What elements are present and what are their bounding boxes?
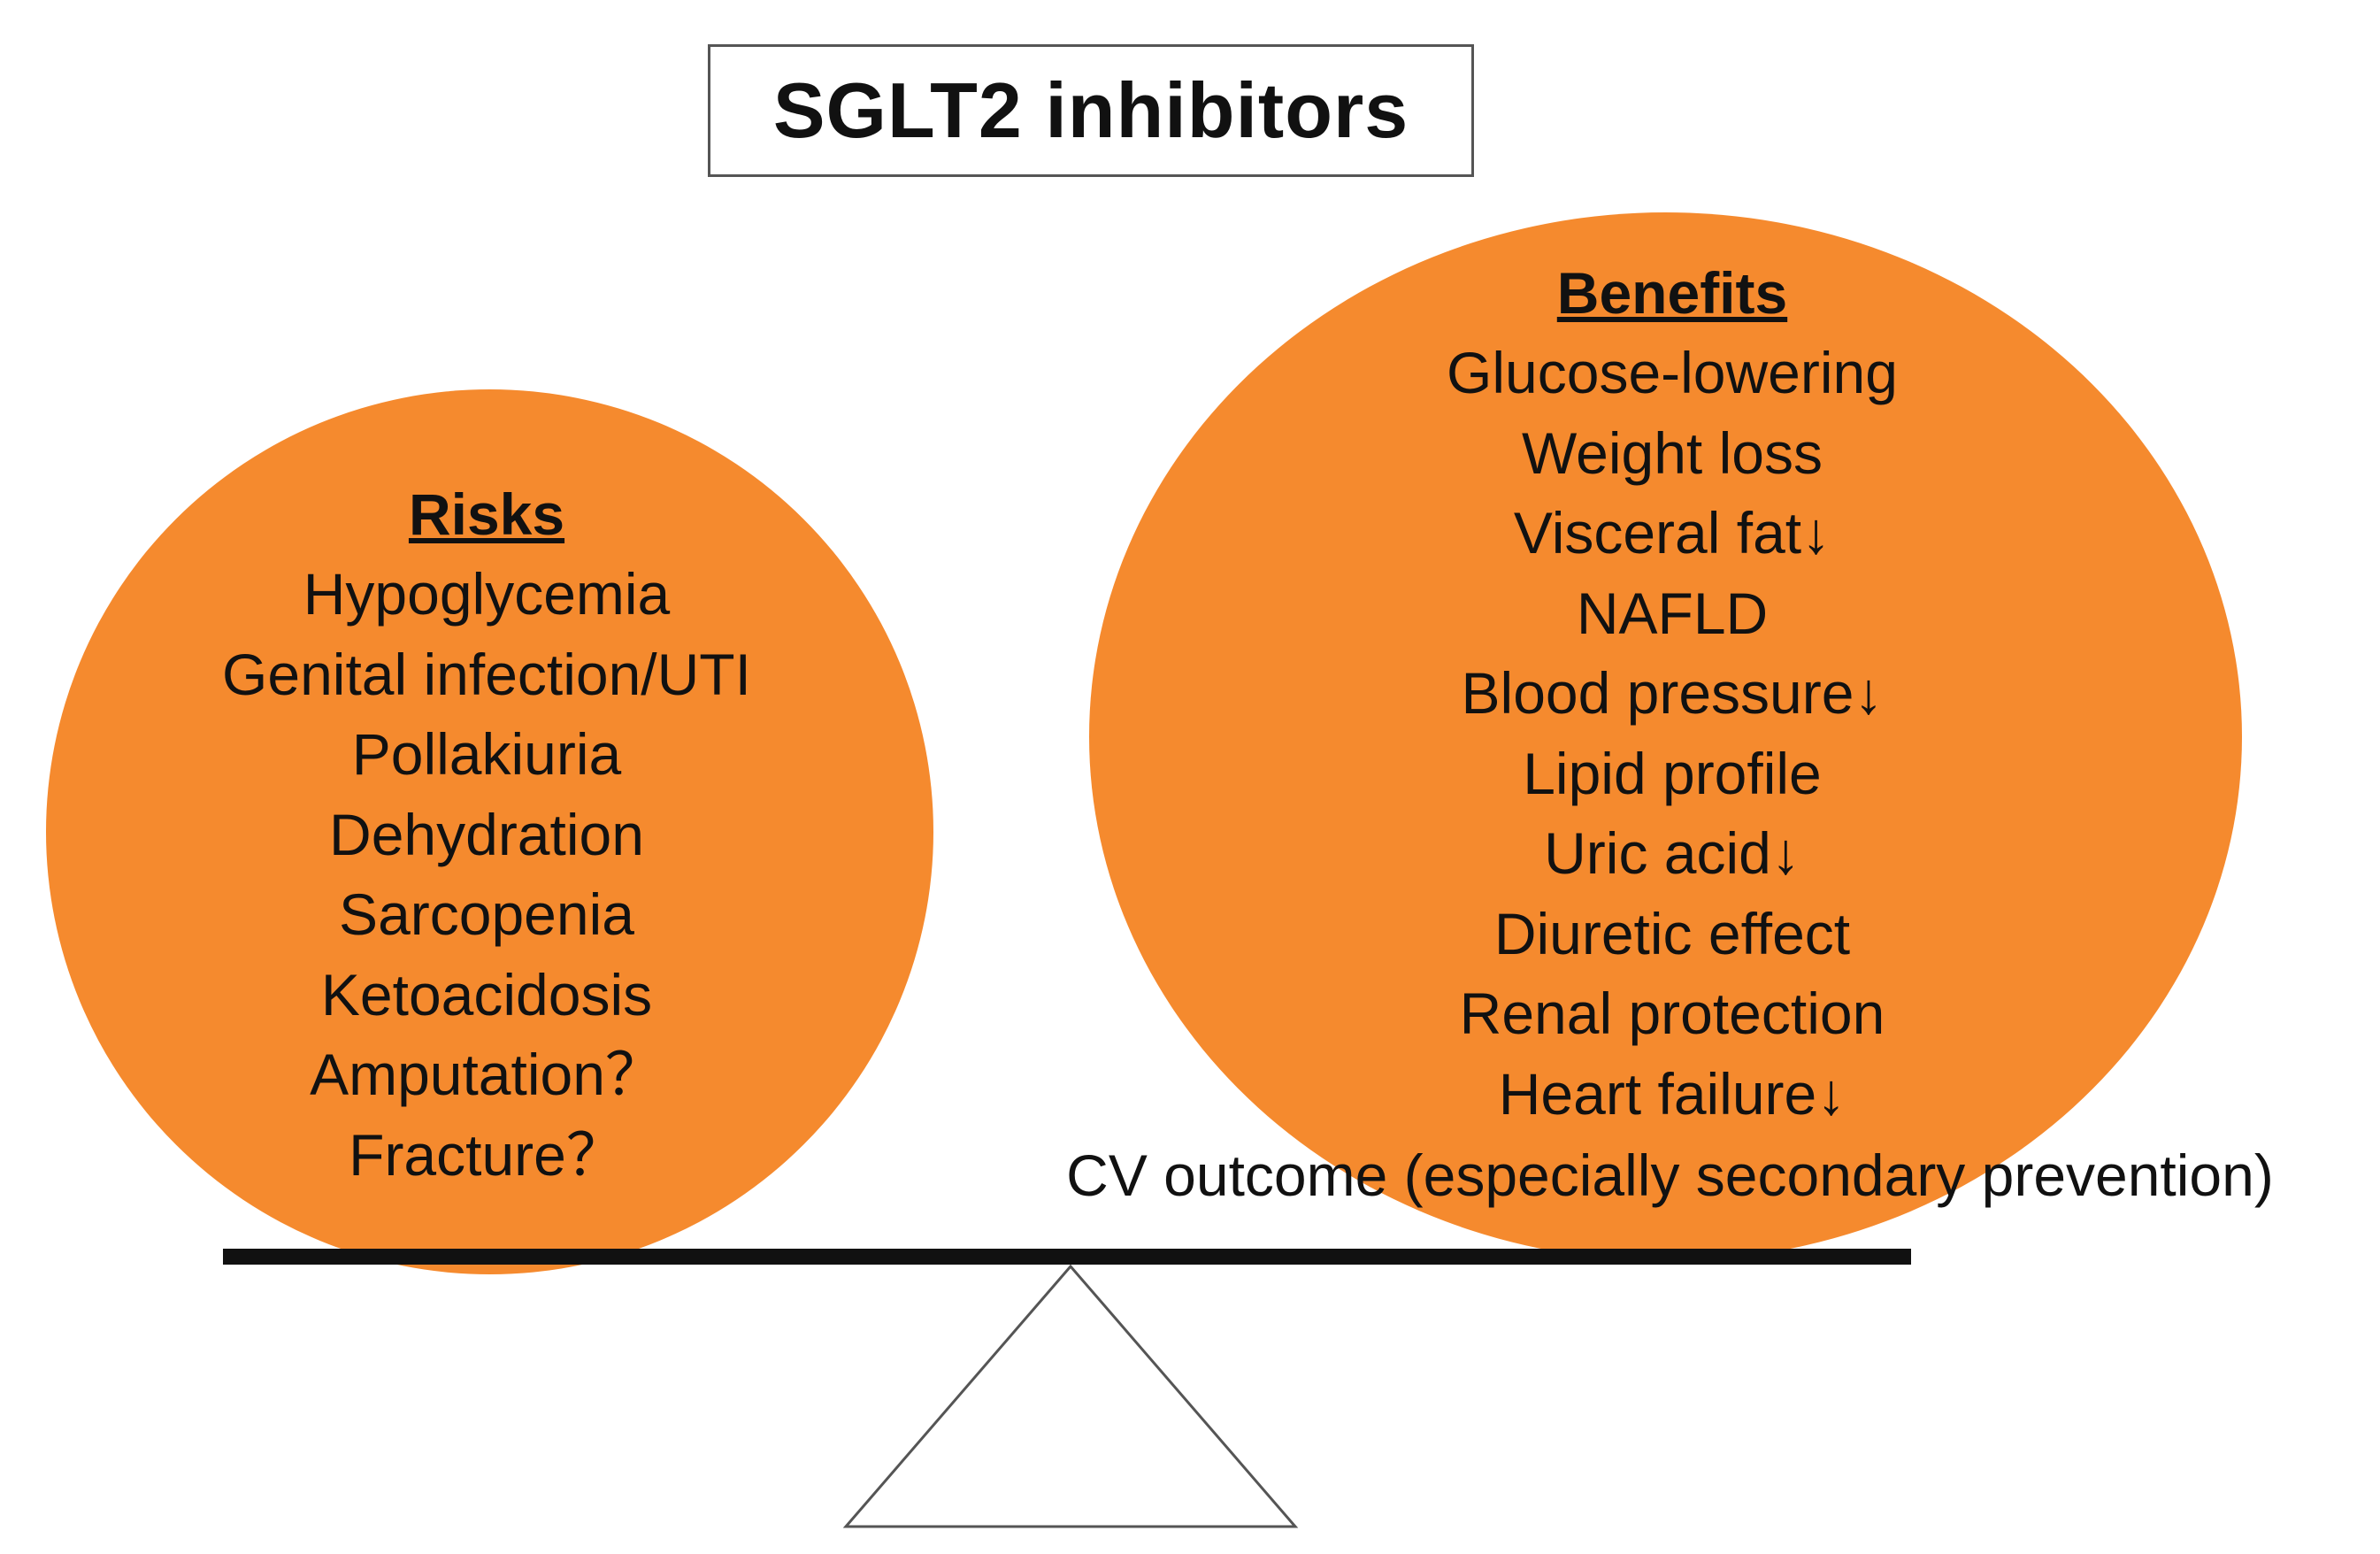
benefit-item: Lipid profile bbox=[1523, 740, 1822, 806]
balance-beam bbox=[223, 1249, 1911, 1265]
benefit-item: Heart failure↓ bbox=[1498, 1060, 1846, 1127]
benefit-item: Renal protection bbox=[1459, 981, 1885, 1046]
cv-outcome-text: CV outcome (especially secondary prevent… bbox=[1066, 1142, 2274, 1208]
benefit-item: Glucose-lowering bbox=[1447, 340, 1898, 405]
title-box: SGLT2 inhibitors bbox=[708, 44, 1474, 177]
fulcrum-triangle bbox=[842, 1265, 1299, 1528]
risk-item: Hypoglycemia bbox=[303, 561, 671, 627]
risk-item: Ketoacidosis bbox=[320, 961, 653, 1027]
benefits-heading: Benefits bbox=[1556, 260, 1788, 326]
diagram-title: SGLT2 inhibitors bbox=[772, 66, 1409, 154]
benefit-item: NAFLD bbox=[1576, 580, 1769, 646]
benefit-item: Diuretic effect bbox=[1493, 900, 1851, 966]
risk-item: Genital infection/UTI bbox=[222, 641, 751, 707]
risks-heading: Risks bbox=[408, 481, 565, 547]
fulcrum-shape bbox=[842, 1265, 1299, 1528]
benefits-list: Benefits Glucose-lowering Weight loss Vi… bbox=[1230, 253, 2115, 1134]
risk-item: Dehydration bbox=[329, 801, 644, 867]
risks-list: Risks Hypoglycemia Genital infection/UTI… bbox=[133, 474, 841, 1195]
benefits-circle bbox=[1089, 212, 2242, 1261]
benefit-item: Weight loss bbox=[1522, 419, 1823, 486]
risk-item: Amputation？ bbox=[310, 1042, 664, 1107]
benefit-item: Visceral fat↓ bbox=[1513, 500, 1831, 565]
benefit-item: Blood pressure↓ bbox=[1461, 660, 1884, 726]
risk-item: Fracture？ bbox=[349, 1121, 625, 1188]
risk-item: Pollakiuria bbox=[351, 721, 622, 787]
risks-circle bbox=[46, 389, 933, 1274]
risk-item: Sarcopenia bbox=[339, 881, 634, 947]
benefit-item: Uric acid↓ bbox=[1544, 820, 1800, 886]
